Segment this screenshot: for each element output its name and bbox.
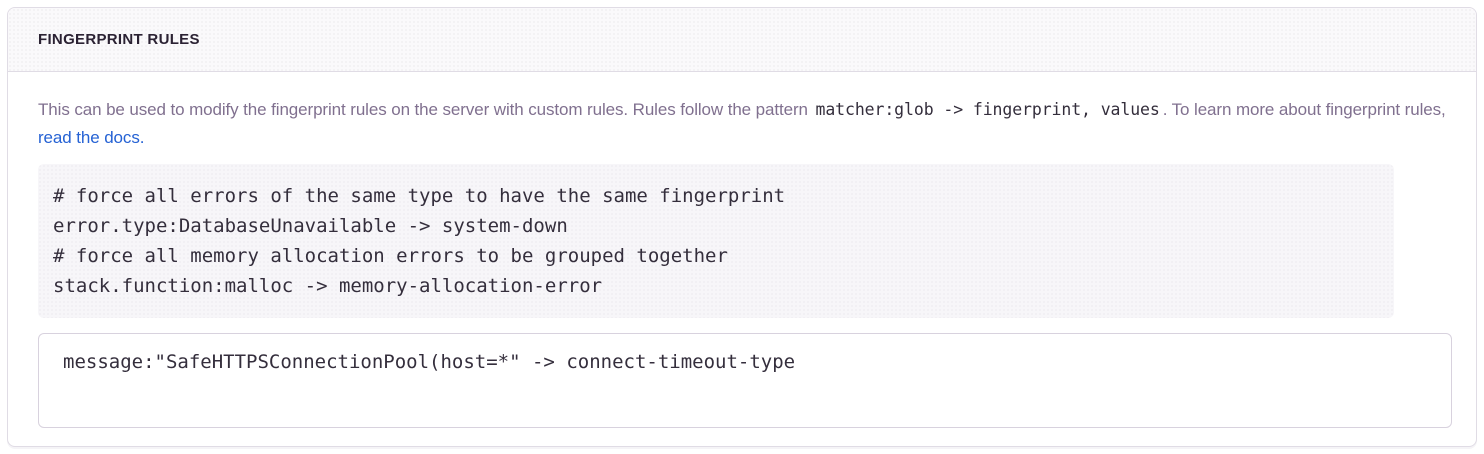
fingerprint-rules-textarea[interactable]: message:"SafeHTTPSConnectionPool(host=*"… bbox=[38, 333, 1452, 428]
panel-body: This can be used to modify the fingerpri… bbox=[8, 72, 1476, 454]
panel-header: FINGERPRINT RULES bbox=[8, 8, 1476, 72]
description-text-1: This can be used to modify the fingerpri… bbox=[38, 100, 808, 119]
example-code-block: # force all errors of the same type to h… bbox=[38, 164, 1394, 318]
description-text-2: . To learn more about fingerprint rules, bbox=[1162, 100, 1446, 119]
pattern-inline-code: matcher:glob -> fingerprint, values bbox=[815, 100, 1160, 119]
read-the-docs-link[interactable]: read the docs. bbox=[38, 128, 145, 147]
panel-title: FINGERPRINT RULES bbox=[38, 31, 200, 48]
fingerprint-rules-panel: FINGERPRINT RULES This can be used to mo… bbox=[7, 7, 1477, 447]
description: This can be used to modify the fingerpri… bbox=[38, 96, 1452, 152]
